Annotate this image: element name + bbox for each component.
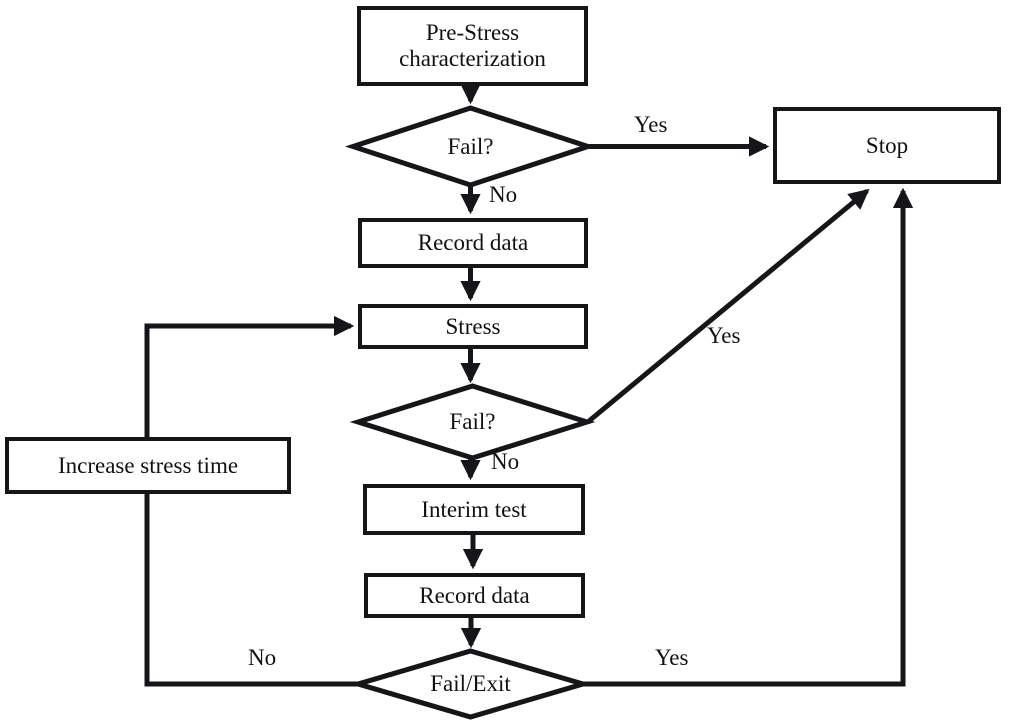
node-fail-exit-decision[interactable]: Fail/Exit (430, 671, 511, 696)
node-pre-stress-characterization[interactable]: Pre-Stress characterization (357, 6, 588, 86)
connector-increase-to-stress (144, 315, 355, 437)
node-increase-stress-time[interactable]: Increase stress time (5, 437, 291, 494)
node-stress[interactable]: Stress (358, 304, 588, 349)
node-stop[interactable]: Stop (773, 107, 1001, 184)
node-interim-test[interactable]: Interim test (363, 484, 585, 535)
edge-label-yes-fail1-to-stop: Yes (634, 112, 668, 137)
edge-label-yes-failexit-to-stop: Yes (655, 645, 689, 670)
node-record-data-2[interactable]: Record data (364, 573, 585, 618)
edge-label-no-fail1-to-record: No (489, 182, 518, 207)
connector-failexit-to-increase (144, 494, 358, 687)
node-fail-decision-2[interactable]: Fail? (449, 409, 496, 434)
node-fail-decision-1[interactable]: Fail? (447, 133, 494, 159)
node-record-data-1[interactable]: Record data (358, 218, 588, 268)
edge-label-no-fail2-to-interim: No (491, 449, 520, 474)
edge-label-yes-fail2-to-stop: Yes (707, 323, 741, 348)
decision-shape-fail-2 (349, 383, 596, 461)
connector-failexit-to-stop (583, 187, 914, 687)
connector-fail2-to-stop-diagonal (587, 188, 870, 423)
edge-label-no-failexit-to-increase: No (248, 645, 277, 670)
